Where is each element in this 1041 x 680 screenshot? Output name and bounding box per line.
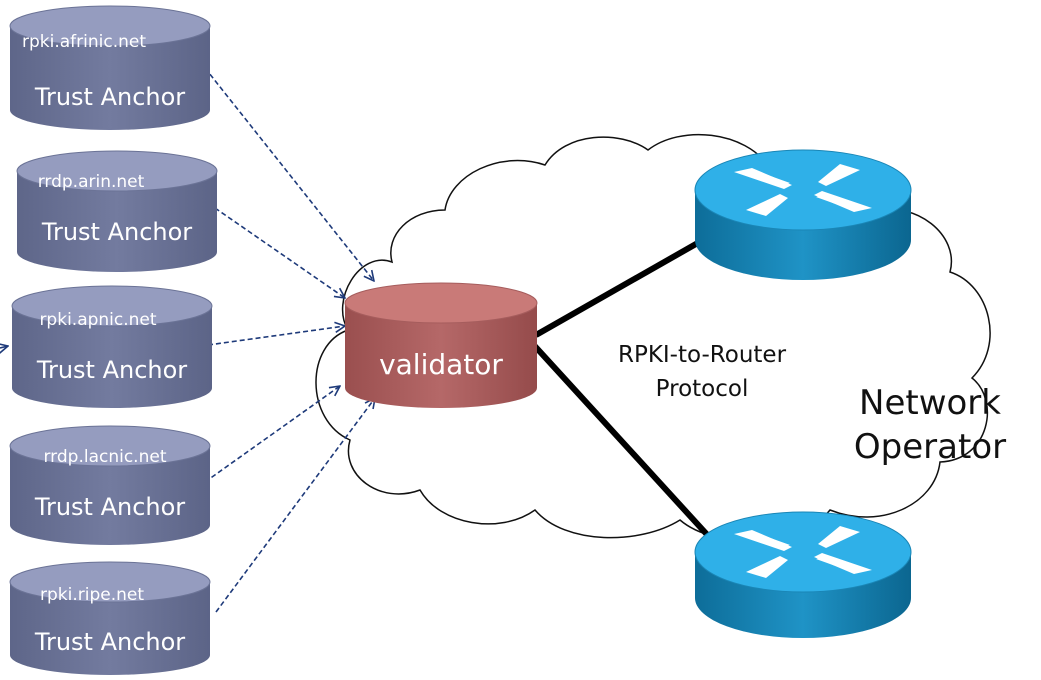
trust-anchor-label: Trust Anchor	[34, 83, 185, 111]
router-arrows-icon	[734, 164, 872, 216]
left-edge-arrow	[0, 346, 8, 348]
trust-anchor-label: Trust Anchor	[36, 356, 187, 384]
ta-to-validator-arrows	[204, 67, 375, 613]
rtr-link-lower	[529, 340, 715, 543]
router-lower	[694, 511, 912, 638]
rtr-links	[529, 233, 715, 543]
arrow-apnic	[207, 326, 345, 346]
arrow-arin	[214, 207, 345, 298]
network-operator-line2: Operator	[854, 427, 1006, 467]
arrow-ripe	[215, 398, 375, 613]
trust-anchor-host: rrdp.lacnic.net	[43, 447, 166, 467]
protocol-label-line1: RPKI-to-Router	[618, 342, 787, 368]
trust-anchor-host: rpki.apnic.net	[39, 310, 156, 330]
arrow-lacnic	[204, 386, 340, 483]
trust-anchor-host: rpki.ripe.net	[40, 585, 144, 605]
validator-label: validator	[379, 348, 503, 381]
trust-anchor-label: Trust Anchor	[41, 218, 192, 246]
network-operator-line1: Network	[859, 383, 1001, 423]
protocol-label-line2: Protocol	[656, 376, 749, 402]
trust-anchor-host: rrdp.arin.net	[38, 172, 145, 192]
trust-anchor-arin: rrdp.arin.net Trust Anchor	[16, 150, 218, 272]
rtr-link-upper	[534, 233, 712, 338]
arrow-afrinic	[204, 67, 374, 281]
trust-anchor-ripe: rpki.ripe.net Trust Anchor	[9, 561, 211, 675]
trust-anchor-label: Trust Anchor	[34, 628, 185, 656]
validator-database: validator	[344, 282, 538, 408]
trust-anchor-lacnic: rrdp.lacnic.net Trust Anchor	[9, 425, 211, 545]
router-upper	[694, 149, 912, 280]
router-arrows-icon	[734, 526, 872, 578]
trust-anchor-label: Trust Anchor	[34, 493, 185, 521]
trust-anchor-apnic: rpki.apnic.net Trust Anchor	[11, 285, 213, 408]
trust-anchor-afrinic: rpki.afrinic.net Trust Anchor	[9, 5, 211, 130]
trust-anchor-host: rpki.afrinic.net	[22, 32, 146, 52]
